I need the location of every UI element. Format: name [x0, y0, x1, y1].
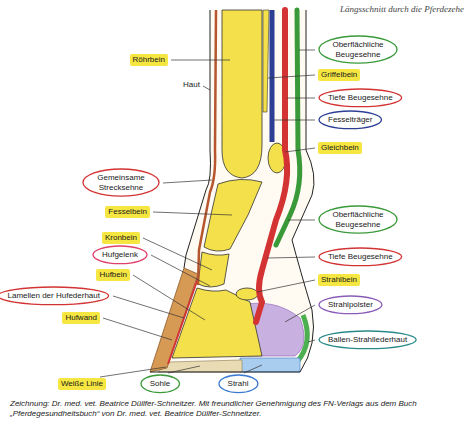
diagram-title: Längsschnitt durch die Pferdezehe: [340, 4, 464, 14]
part-name: Hufwand: [65, 313, 97, 323]
part-name: Hufgelenk: [102, 250, 138, 260]
part-name: Tiefe Beugesehne: [328, 252, 393, 262]
part-name: Oberflächliche Beugesehne: [328, 210, 388, 229]
leader-line: [274, 120, 315, 121]
leader-line: [151, 255, 210, 286]
part-name: Strahl: [228, 379, 249, 389]
leader-line: [287, 98, 315, 99]
cannon-bone: [222, 10, 262, 178]
part-name: Strahlbein: [321, 275, 357, 285]
leader-line: [285, 305, 315, 322]
highlighted-label: Fesselbein: [105, 206, 150, 218]
leader-line: [153, 212, 232, 215]
part-name: Ballen-Strahllederhaut: [328, 335, 407, 345]
suspensory-ligament: [270, 10, 275, 142]
coffin-bone: [172, 288, 262, 358]
leader-line: [168, 366, 200, 373]
part-name: Kronbein: [105, 233, 137, 243]
part-name: Röhrbein: [133, 55, 165, 65]
skin-outline: [292, 10, 314, 372]
extensor-tendon: [198, 10, 216, 285]
deep-flexor-tendon: [256, 10, 287, 322]
label-ellipse-outline: [219, 375, 258, 393]
label-ellipse-outline: [319, 89, 402, 107]
circled-label: Sohle: [140, 374, 180, 394]
label-ellipse-outline: [93, 246, 147, 264]
part-name: Haut: [183, 80, 200, 90]
soft-tissue: [150, 10, 314, 372]
part-name: Hufbein: [99, 270, 127, 280]
circled-label: Hufgelenk: [92, 245, 148, 265]
part-name: Oberflächliche Beugesehne: [328, 40, 388, 59]
label-ellipse-outline: [141, 375, 179, 393]
part-name: Fesselträger: [328, 115, 372, 125]
part-name: Sohle: [150, 379, 170, 389]
leader-line: [171, 60, 230, 61]
splint-bone: [263, 10, 269, 112]
highlighted-label: Weiße Linie: [58, 378, 106, 390]
leader-line: [308, 340, 315, 342]
part-name: Griffelbein: [321, 70, 357, 80]
leader-line: [163, 180, 212, 183]
circled-label: Gemeinsame Strecksehne: [82, 168, 160, 197]
circled-label: Tiefe Beugesehne: [318, 88, 403, 108]
circled-label: Fesselträger: [318, 110, 382, 130]
label-ellipse-outline: [319, 111, 381, 129]
sole: [158, 360, 242, 372]
highlighted-label: Hufwand: [62, 312, 100, 324]
leader-line: [244, 365, 262, 373]
leader-line: [103, 318, 172, 340]
long-pastern-bone: [204, 179, 262, 251]
circled-label: Oberflächliche Beugesehne: [318, 35, 398, 64]
part-name: Strahlpolster: [328, 300, 373, 310]
highlighted-label: Röhrbein: [130, 54, 168, 66]
frog: [240, 358, 300, 372]
circled-label: Tiefe Beugesehne: [318, 247, 403, 267]
part-name: Tiefe Beugesehne: [328, 93, 393, 103]
leader-line: [285, 148, 315, 152]
label-ellipse-outline: [319, 331, 416, 349]
label-ellipse-outline: [319, 296, 382, 314]
circled-label: Oberflächliche Beugesehne: [318, 205, 398, 234]
leader-line: [267, 257, 315, 258]
skin-outline: [184, 10, 211, 268]
heel-corium: [297, 315, 307, 362]
circled-label: Lamellen der Hufederhaut: [0, 286, 110, 306]
label-ellipse-outline: [319, 248, 402, 266]
leader-line: [257, 280, 315, 292]
leader-line: [143, 238, 212, 270]
part-name: Gleichbein: [321, 143, 359, 153]
label-ellipse-outline: [319, 36, 397, 63]
highlighted-label: Hufbein: [96, 269, 130, 281]
leader-line: [113, 296, 184, 318]
leader-line: [288, 220, 315, 221]
label-ellipse-outline: [319, 206, 397, 233]
highlighted-label: Gleichbein: [318, 142, 362, 154]
label-ellipse-outline: [0, 287, 109, 305]
leader-lines: [100, 50, 315, 377]
part-name: Fesselbein: [108, 207, 147, 217]
part-name: Weiße Linie: [61, 379, 103, 389]
highlighted-label: Strahlbein: [318, 274, 360, 286]
leader-line: [299, 50, 315, 51]
circled-label: Strahl: [218, 374, 259, 394]
figure-caption: Zeichnung: Dr. med. vet. Beatrice Düllfe…: [10, 399, 464, 419]
part-name: Lamellen der Hufederhaut: [7, 291, 100, 301]
leader-line: [268, 75, 315, 78]
part-name: Gemeinsame Strecksehne: [92, 173, 150, 192]
superficial-flexor-tendon: [276, 10, 300, 245]
leader-line: [203, 86, 210, 90]
highlighted-label: Kronbein: [102, 232, 140, 244]
circled-label: Ballen-Strahllederhaut: [318, 330, 417, 350]
navicular-bone: [236, 288, 258, 300]
highlighted-label: Griffelbein: [318, 69, 360, 81]
circled-label: Strahlpolster: [318, 295, 383, 315]
label-ellipse-outline: [83, 169, 159, 196]
